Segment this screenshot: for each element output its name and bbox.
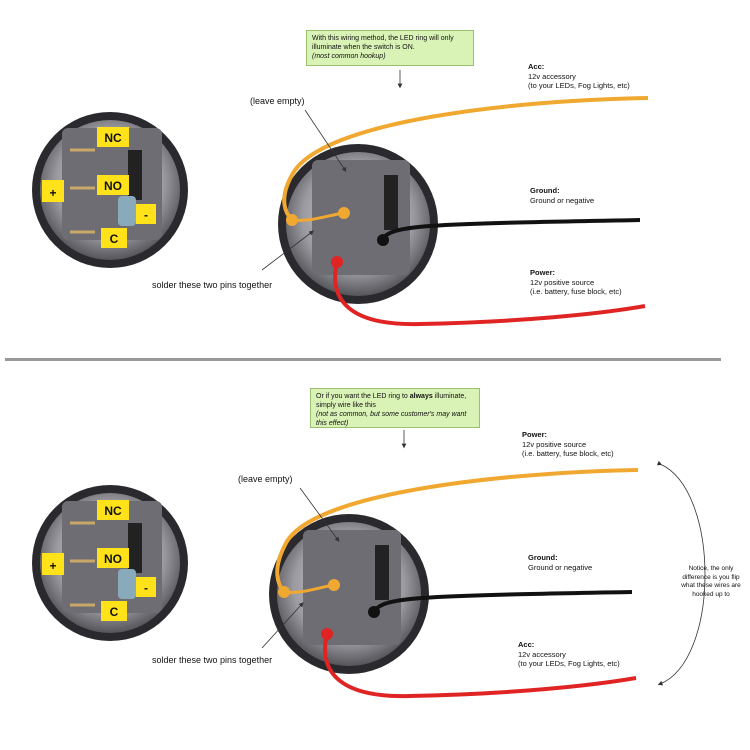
power-terminal-top: [331, 256, 343, 268]
solder-label-bottom: solder these two pins together: [152, 655, 273, 665]
wire-label-power-top-title: Power:: [530, 268, 556, 277]
svg-text:C: C: [110, 605, 119, 619]
pin-label-c-bottom: C: [101, 601, 127, 621]
wire-label-acc-top-title: Acc:: [528, 62, 545, 71]
ground-wire-bottom: [372, 590, 633, 614]
flip-arrow-bottom: [656, 460, 706, 686]
svg-text:NC: NC: [104, 131, 122, 145]
info-note-bottom-text: Or if you want the LED ring to always il…: [316, 393, 467, 409]
info-note-top-italic: (most common hookup): [312, 53, 386, 60]
leave-empty-label-bottom: (leave empty): [238, 474, 293, 484]
power-wire-bottom: [275, 468, 639, 594]
wire-label-ground-top: Ground: Ground or negative: [530, 186, 595, 205]
pin-label-nc-bottom: NC: [97, 500, 129, 520]
acc-wire-top: [282, 96, 649, 222]
pin-label-plus-bottom: +: [42, 553, 64, 575]
wire-label-acc-bottom-title: Acc:: [518, 640, 535, 649]
solder-dot-2-bottom: [328, 579, 340, 591]
solder-pointer-top: [261, 230, 314, 271]
svg-text:NO: NO: [104, 179, 122, 193]
info-note-top: With this wiring method, the LED ring wi…: [306, 30, 474, 66]
wire-label-ground-top-title: Ground:: [530, 186, 560, 195]
leave-empty-pointer-top: [304, 109, 347, 172]
svg-text:+: +: [49, 559, 56, 573]
switch-back-wired-bottom: [269, 514, 429, 674]
svg-text:-: -: [144, 581, 148, 595]
solder-pointer-bottom: [261, 602, 304, 649]
wire-label-acc-bottom: Acc: 12v accessory (to your LEDs, Fog Li…: [518, 640, 620, 668]
flip-note: Notice, the only difference is you flip …: [681, 565, 741, 598]
ground-terminal-top: [377, 234, 389, 246]
info-note-bottom-italic: (not as common, but some customer's may …: [316, 411, 467, 427]
svg-text:C: C: [110, 232, 119, 246]
switch-back-wired-top: [278, 144, 438, 304]
leave-empty-label-top: (leave empty): [250, 96, 305, 106]
pin-label-no-top: NO: [97, 175, 129, 195]
info-note-top-text: With this wiring method, the LED ring wi…: [312, 35, 454, 51]
pin-label-c-top: C: [101, 228, 127, 248]
solder-dot-1-bottom: [278, 586, 290, 598]
svg-text:NC: NC: [104, 504, 122, 518]
wire-label-power-bottom-title: Power:: [522, 430, 548, 439]
wire-label-ground-bottom: Ground: Ground or negative: [528, 553, 593, 572]
solder-dot-2-top: [338, 207, 350, 219]
pin-label-minus-bottom: -: [136, 577, 156, 597]
ground-terminal-bottom: [368, 606, 380, 618]
pin-label-minus-top: -: [136, 204, 156, 224]
solder-label-top: solder these two pins together: [152, 280, 273, 290]
pin-label-nc-top: NC: [97, 127, 129, 147]
pin-label-no-bottom: NO: [97, 548, 129, 568]
wire-label-acc-top: Acc: 12v accessory (to your LEDs, Fog Li…: [528, 62, 630, 90]
info-note-bottom: Or if you want the LED ring to always il…: [310, 388, 480, 428]
acc-wire-bottom: [323, 633, 637, 699]
power-wire-top: [333, 261, 646, 327]
section-divider: [5, 358, 721, 361]
svg-text:-: -: [144, 208, 148, 222]
pin-label-plus-top: +: [42, 180, 64, 202]
wire-label-power-top: Power: 12v positive source (i.e. battery…: [530, 268, 622, 296]
leave-empty-pointer-bottom: [299, 487, 340, 542]
wire-label-power-bottom: Power: 12v positive source (i.e. battery…: [522, 430, 614, 458]
switch-back-reference-top: [32, 112, 188, 268]
wire-label-ground-bottom-title: Ground:: [528, 553, 558, 562]
svg-text:NO: NO: [104, 552, 122, 566]
ground-wire-top: [380, 218, 641, 242]
svg-text:+: +: [49, 186, 56, 200]
solder-dot-1-top: [286, 214, 298, 226]
acc-terminal-bottom: [321, 628, 333, 640]
